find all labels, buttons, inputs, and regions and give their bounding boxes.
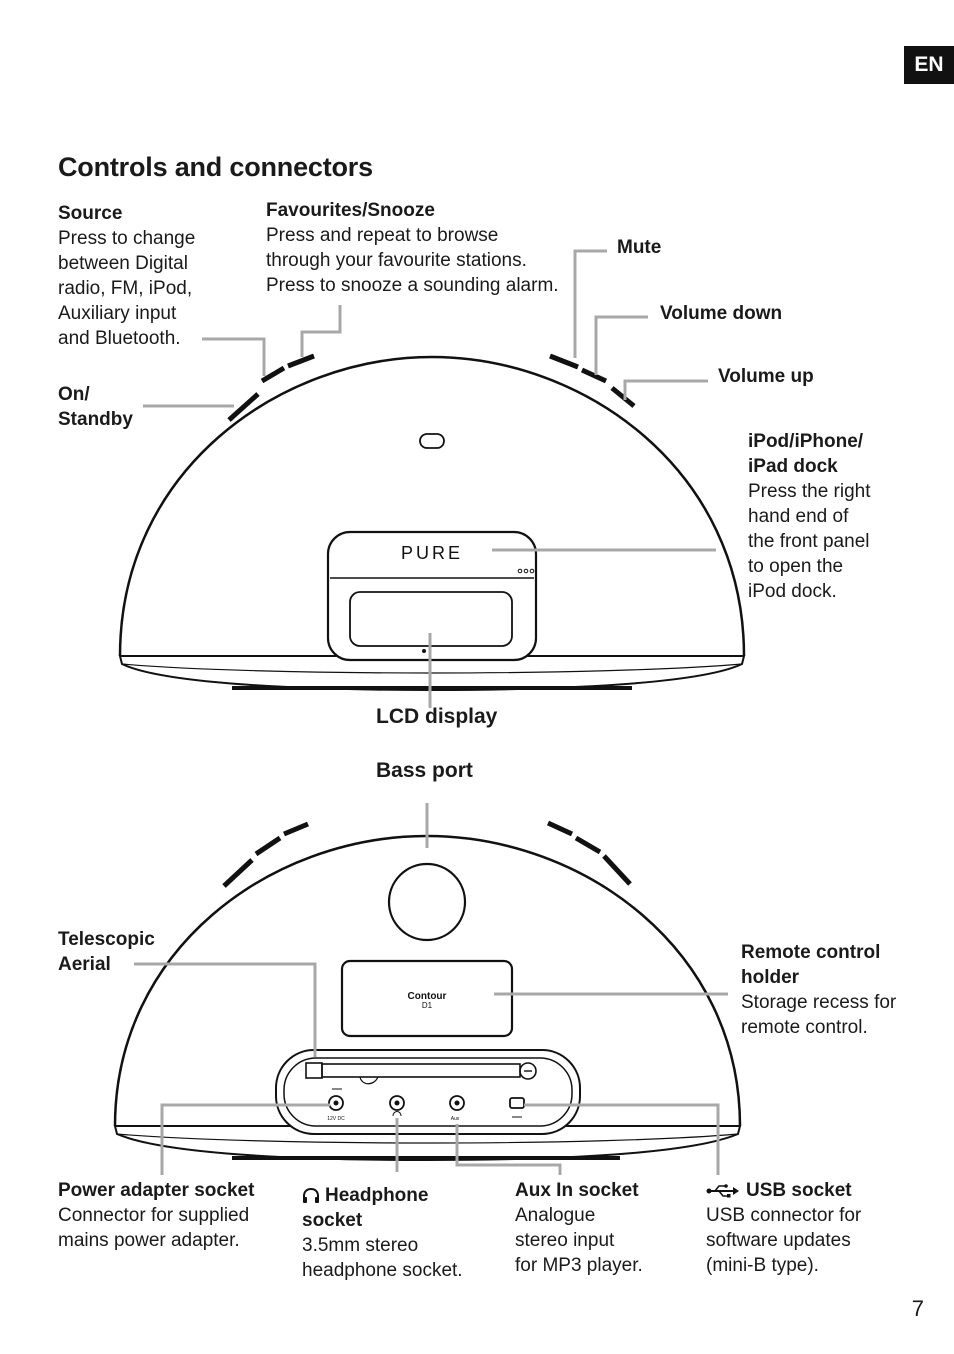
label-aux-line: Analogue: [515, 1205, 596, 1226]
label-usb-socket: USB socket USB connector for software up…: [706, 1178, 861, 1278]
label-source-heading: Source: [58, 203, 123, 224]
label-favourites-heading: Favourites/Snooze: [266, 200, 435, 221]
label-remote-heading: Remote control: [741, 942, 881, 963]
label-mute-heading: Mute: [617, 237, 662, 258]
label-on-standby-heading: On/: [58, 384, 90, 405]
label-dock-line: iPod dock.: [748, 581, 837, 602]
label-power-line: Connector for supplied: [58, 1205, 250, 1226]
label-on-standby: On/ Standby: [58, 382, 133, 432]
model-number: D1: [422, 1001, 433, 1010]
label-source-line: and Bluetooth.: [58, 328, 181, 349]
model-name: Contour: [408, 991, 447, 1002]
label-dock-line: the front panel: [748, 531, 870, 552]
on-standby-button[interactable]: [227, 392, 260, 422]
usb-icon: [706, 1183, 739, 1197]
label-dock-line: to open the: [748, 556, 844, 577]
language-tab: EN: [904, 46, 954, 84]
label-headphone-socket: Headphone socket 3.5mm stereo headphone …: [302, 1183, 463, 1283]
label-aerial-heading: Aerial: [58, 954, 111, 975]
label-remote-heading: holder: [741, 967, 800, 988]
back-view: [113, 820, 742, 1162]
label-dock-line: Press the right: [748, 481, 871, 502]
label-usb-line: (mini-B type).: [706, 1255, 819, 1276]
label-headphone-heading: Headphone: [325, 1185, 429, 1206]
label-volume-down-heading: Volume down: [660, 303, 783, 324]
headphone-icon: [303, 1187, 319, 1203]
front-view: [118, 353, 746, 692]
telescopic-aerial[interactable]: [305, 1062, 537, 1085]
label-aux-line: stereo input: [515, 1230, 615, 1251]
label-mute: Mute: [617, 235, 661, 260]
source-button[interactable]: [260, 365, 286, 384]
label-dock-line: hand end of: [748, 506, 849, 527]
volume-down-button[interactable]: [580, 367, 608, 384]
label-headphone-line: headphone socket.: [302, 1260, 463, 1281]
remote-holder[interactable]: [340, 959, 514, 1038]
back-leader-lines: [134, 803, 728, 1175]
label-lcd-display: LCD display: [376, 705, 498, 728]
label-volume-down: Volume down: [660, 301, 782, 326]
label-bass-port: Bass port: [376, 759, 473, 782]
label-aux-socket: Aux In socket Analogue stereo input for …: [515, 1178, 643, 1278]
label-favourites-line: Press and repeat to browse: [266, 225, 499, 246]
connector-panel: [275, 1049, 581, 1135]
label-favourites: Favourites/Snooze Press and repeat to br…: [266, 198, 559, 298]
label-favourites-line: through your favourite stations.: [266, 250, 527, 271]
label-source: Source Press to change between Digital r…: [58, 201, 195, 351]
label-headphone-heading: socket: [302, 1210, 363, 1231]
mute-button[interactable]: [549, 353, 579, 370]
label-aerial-heading: Telescopic: [58, 929, 155, 950]
label-remote-holder: Remote control holder Storage recess for…: [741, 940, 896, 1040]
label-dock: iPod/iPhone/ iPad dock Press the right h…: [748, 429, 871, 604]
page-title: Controls and connectors: [58, 152, 373, 182]
headphone-socket[interactable]: [389, 1095, 405, 1111]
favourites-button[interactable]: [287, 353, 315, 369]
page-number: 7: [911, 1296, 924, 1321]
label-source-line: between Digital: [58, 253, 188, 274]
label-headphone-heading-row: Headphone: [302, 1183, 463, 1208]
label-power-socket: Power adapter socket Connector for suppl…: [58, 1178, 254, 1253]
label-dock-heading: iPod/iPhone/: [748, 431, 864, 452]
label-source-line: Auxiliary input: [58, 303, 177, 324]
label-usb-line: USB connector for: [706, 1205, 862, 1226]
volume-up-button[interactable]: [610, 386, 636, 408]
label-usb-heading: USB socket: [746, 1180, 852, 1201]
label-on-standby-heading: Standby: [58, 409, 133, 430]
power-socket[interactable]: [328, 1095, 344, 1111]
label-usb-line: software updates: [706, 1230, 851, 1251]
label-source-line: radio, FM, iPod,: [58, 278, 193, 299]
label-volume-up: Volume up: [718, 364, 814, 389]
label-remote-line: remote control.: [741, 1017, 868, 1038]
label-aux-heading: Aux In socket: [515, 1180, 639, 1201]
label-dock-heading: iPad dock: [748, 456, 838, 477]
brand-logo: PURE: [401, 543, 463, 563]
label-favourites-line: Press to snooze a sounding alarm.: [266, 275, 559, 296]
label-aux-line: for MP3 player.: [515, 1255, 643, 1276]
label-volume-up-heading: Volume up: [718, 366, 814, 387]
bass-port: [387, 862, 467, 942]
label-aerial: Telescopic Aerial: [58, 927, 155, 977]
label-headphone-line: 3.5mm stereo: [302, 1235, 419, 1256]
label-power-line: mains power adapter.: [58, 1230, 240, 1251]
port-label-power: 12V DC: [327, 1116, 345, 1122]
usb-socket[interactable]: [509, 1097, 525, 1109]
front-leader-lines: [143, 249, 716, 708]
label-source-line: Press to change: [58, 228, 196, 249]
label-usb-heading-row: USB socket: [706, 1178, 861, 1203]
label-remote-line: Storage recess for: [741, 992, 897, 1013]
label-power-heading: Power adapter socket: [58, 1180, 255, 1201]
ir-sensor: [419, 433, 445, 449]
dock-panel[interactable]: [326, 530, 538, 662]
aux-socket[interactable]: [449, 1095, 465, 1111]
port-label-aux: Aux: [451, 1116, 460, 1122]
front-dome: [118, 355, 746, 657]
